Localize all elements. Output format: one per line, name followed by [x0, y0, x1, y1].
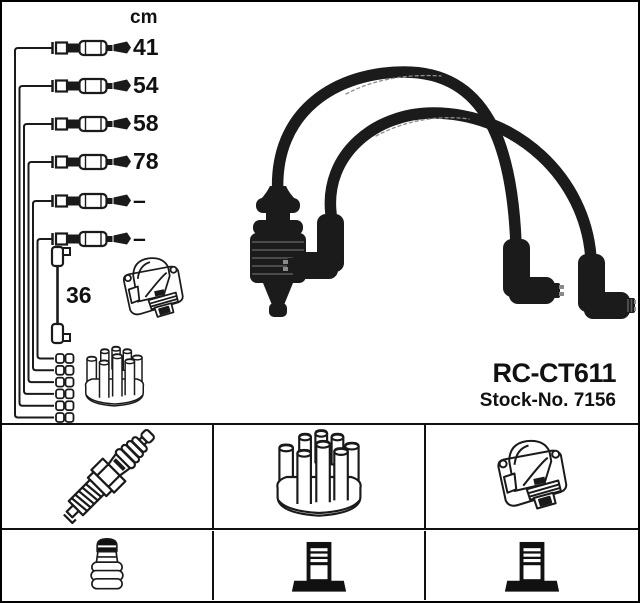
cable-bundle-lines	[14, 47, 54, 419]
cap-terminal-connector	[55, 400, 75, 412]
cable-length-label: 78	[133, 148, 159, 174]
plug-boot-profile-icon	[90, 537, 124, 590]
cable-drawing	[51, 153, 133, 171]
cable-length-label: 58	[133, 110, 159, 136]
right-angle-boot	[578, 254, 636, 319]
legend-cell-terminal-profile	[426, 531, 638, 600]
part-number: RC-CT611	[492, 358, 616, 388]
cable-length-label: –	[133, 187, 146, 213]
cable-length-label: –	[133, 225, 146, 251]
cable-drawing	[51, 77, 133, 95]
cap-terminal-connector	[55, 376, 75, 388]
legend-cell-ignition-coil	[425, 425, 638, 530]
part-number-block: RC-CT611 Stock-No. 7156	[479, 358, 617, 412]
ignition-leads-photo	[250, 66, 636, 319]
terminal-profile-icon	[291, 541, 347, 592]
cable-drawing	[51, 39, 133, 57]
lead-print-marking	[345, 74, 442, 95]
cap-terminal-connector	[55, 353, 75, 364]
cable-length-label: 54	[133, 72, 159, 98]
cable-length-label: 41	[133, 34, 159, 60]
unit-label: cm	[130, 7, 158, 28]
ignition-lead-arc	[324, 107, 597, 265]
legend-cell-terminal-profile	[214, 531, 426, 600]
cable-drawing	[51, 192, 133, 210]
legend-table	[2, 423, 638, 601]
ignition-lead-arc	[271, 66, 522, 250]
right-angle-boot	[503, 239, 564, 304]
cap-terminal-connector	[55, 412, 75, 423]
cable-drawing	[51, 115, 133, 133]
cable-length-schematic	[14, 39, 184, 423]
coil-cable-drawing	[50, 245, 71, 345]
terminal-profile-icon	[504, 541, 560, 592]
lead-print-marking	[375, 117, 470, 137]
legend-cell-boot-profile	[2, 531, 214, 600]
spark-plug-icon	[54, 424, 164, 529]
ignition-coil-drawing	[122, 257, 184, 318]
legend-cell-distributor-cap	[213, 425, 426, 530]
cable-drawing	[51, 230, 133, 248]
cap-terminal-connector	[55, 364, 75, 376]
cap-terminal-connector	[55, 388, 75, 400]
threaded-plug-connector	[250, 186, 306, 317]
distributor-cap-drawing	[84, 345, 145, 407]
distributor-cap-icon	[276, 428, 362, 517]
legend-cell-spark-plug	[2, 424, 214, 530]
ignition-coil-icon	[497, 439, 568, 510]
coil-cable-length-label: 36	[66, 282, 92, 308]
stock-number: Stock-No. 7156	[479, 390, 616, 411]
